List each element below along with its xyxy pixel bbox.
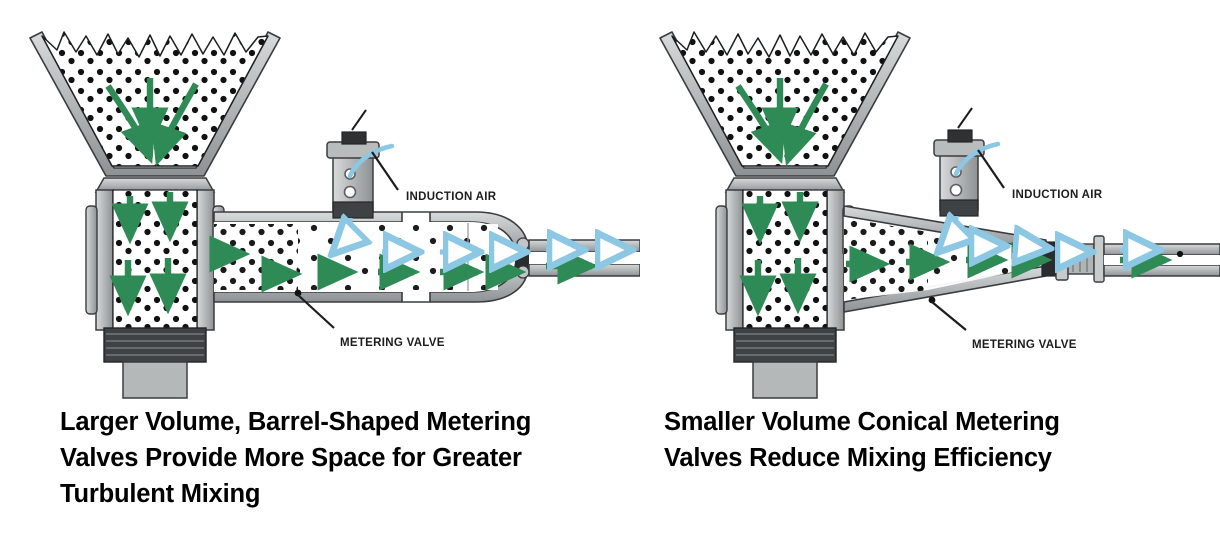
metering-valve-leader <box>294 289 335 329</box>
caption-line: Smaller Volume Conical Metering <box>664 408 1060 436</box>
barrel-metering-chamber <box>213 211 531 303</box>
induction-air-port <box>933 107 1005 217</box>
caption-line: Valves Provide More Space for Greater <box>60 444 522 472</box>
induction-air-port <box>326 109 399 219</box>
diagram-conical-valve: INDUCTION AIR METERING VALVE <box>640 10 1220 400</box>
caption-line: Turbulent Mixing <box>60 480 261 508</box>
barrel-valve-svg: INDUCTION AIR METERING VALVE <box>29 31 640 399</box>
threaded-collar <box>103 327 207 363</box>
label-induction-air: INDUCTION AIR <box>1012 189 1103 201</box>
caption-line: Valves Reduce Mixing Efficiency <box>664 444 1052 472</box>
caption-line: Larger Volume, Barrel-Shaped Metering <box>60 408 532 436</box>
panel-conical-valve: INDUCTION AIR METERING VALVE Smaller Vol… <box>640 0 1220 550</box>
conical-valve-svg: INDUCTION AIR METERING VALVE <box>659 31 1220 399</box>
vertical-media-column <box>715 177 855 399</box>
vertical-media-column <box>85 177 225 399</box>
abrasive-media-hopper <box>29 31 281 177</box>
panel-barrel-valve: INDUCTION AIR METERING VALVE Larger Volu… <box>0 10 640 512</box>
caption-barrel-valve: Larger Volume, Barrel-Shaped Metering Va… <box>60 404 640 512</box>
induction-air-inflow-arrow <box>347 143 395 179</box>
outlet-nozzle <box>528 239 640 277</box>
abrasive-media-hopper <box>659 31 911 177</box>
induction-air-inflow-arrow <box>953 141 1001 177</box>
diagram-barrel-valve: INDUCTION AIR METERING VALVE <box>0 10 640 400</box>
outlet-stub <box>122 361 188 399</box>
label-metering-valve: METERING VALVE <box>340 337 445 349</box>
metering-valve-leader <box>928 296 967 331</box>
threaded-collar <box>733 327 837 363</box>
induction-air-arrows <box>942 216 1154 252</box>
outlet-coupling <box>1055 235 1105 283</box>
label-induction-air: INDUCTION AIR <box>406 191 497 203</box>
induction-air-arrows <box>336 218 626 252</box>
caption-conical-valve: Smaller Volume Conical Metering Valves R… <box>664 404 1184 476</box>
outlet-stub <box>752 361 818 399</box>
label-metering-valve: METERING VALVE <box>972 339 1077 351</box>
